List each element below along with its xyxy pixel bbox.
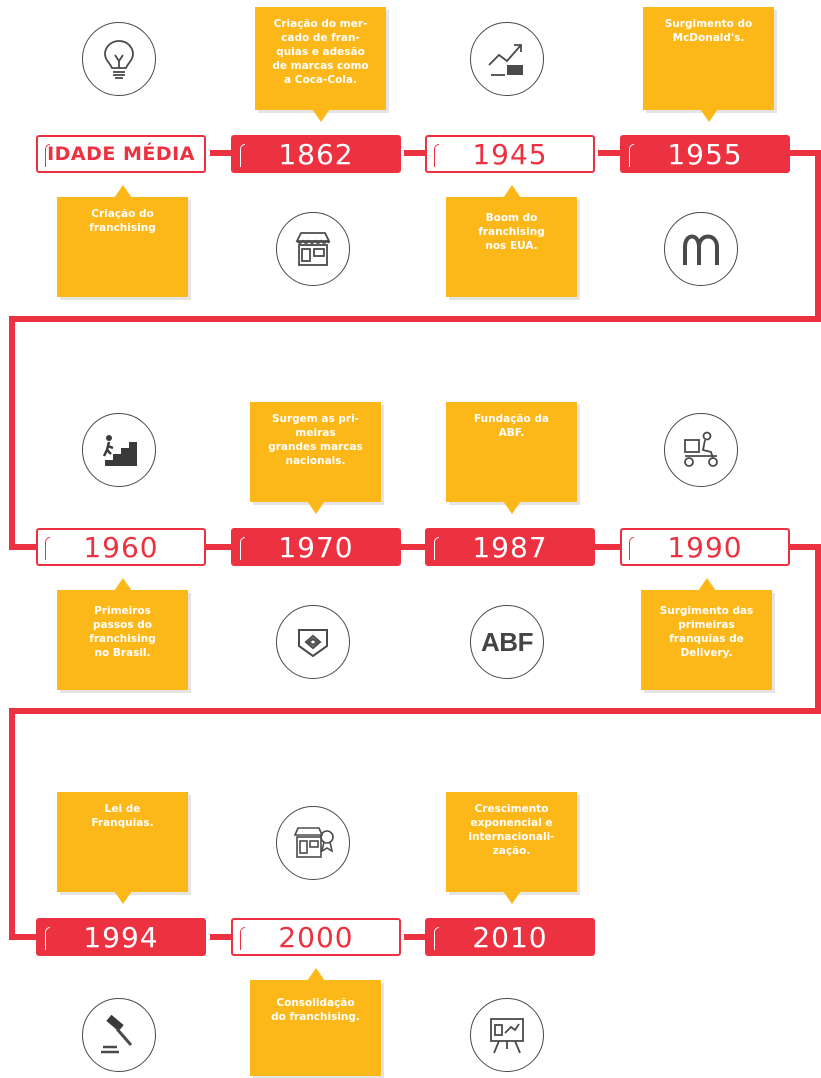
icon-circle xyxy=(276,806,350,880)
year-label: 1994 xyxy=(83,920,159,954)
milestone-callout: Surgimento do McDonald's. xyxy=(643,7,774,122)
store-award-icon xyxy=(293,827,334,858)
bracket-mark xyxy=(434,537,439,560)
badge-shield-icon xyxy=(298,629,328,658)
icon-circle xyxy=(470,998,544,1072)
year-label: 1960 xyxy=(83,530,159,564)
bracket-mark xyxy=(434,927,439,950)
year-label: 1862 xyxy=(278,137,354,171)
lightbulb-icon xyxy=(104,40,134,79)
year-box-2000: 2000 xyxy=(231,918,401,956)
icon-circle xyxy=(276,605,350,679)
bracket-mark xyxy=(629,144,634,167)
connector xyxy=(210,934,232,940)
bracket-mark xyxy=(434,144,439,167)
year-box-1862: 1862 xyxy=(231,135,401,173)
year-label: 2010 xyxy=(472,920,548,954)
bracket-mark xyxy=(240,927,245,950)
bracket-mark xyxy=(45,927,50,950)
year-label: IDADE MÉDIA xyxy=(47,143,195,165)
year-label: 1955 xyxy=(667,137,743,171)
icon-circle xyxy=(82,413,156,487)
connector xyxy=(404,544,426,550)
year-label: 1987 xyxy=(472,530,548,564)
connector xyxy=(598,544,620,550)
year-label: 1990 xyxy=(667,530,743,564)
connector xyxy=(404,150,426,156)
stairs-climb-icon xyxy=(102,435,137,466)
milestone-callout: Criação do franchising xyxy=(57,185,188,297)
icon-circle xyxy=(664,413,738,487)
milestone-callout: Fundação da ABF. xyxy=(446,402,577,514)
icon-circle xyxy=(470,22,544,96)
year-label: 2000 xyxy=(278,920,354,954)
year-box-idade-media: IDADE MÉDIA xyxy=(36,135,206,173)
year-box-1994: 1994 xyxy=(36,918,206,956)
gavel-icon xyxy=(101,1014,133,1054)
milestone-callout: Lei de Franquias. xyxy=(57,792,188,904)
milestone-callout: Primeiros passos do franchising no Brasi… xyxy=(57,578,188,690)
bracket-mark xyxy=(629,537,634,560)
milestone-callout: Consolidação do franchising. xyxy=(250,968,381,1076)
milestone-callout: Crescimento exponencial e internacionali… xyxy=(446,792,577,904)
connector xyxy=(210,150,232,156)
year-box-2010: 2010 xyxy=(425,918,595,956)
connector xyxy=(210,544,232,550)
storefront-icon xyxy=(295,232,331,266)
bracket-mark xyxy=(45,144,50,167)
connector xyxy=(404,934,426,940)
icon-circle xyxy=(276,212,350,286)
mcdonalds-logo-icon xyxy=(683,234,719,265)
year-label: 1945 xyxy=(472,137,548,171)
year-box-1955: 1955 xyxy=(620,135,790,173)
icon-circle xyxy=(82,998,156,1072)
presentation-board-icon xyxy=(490,1018,524,1054)
delivery-scooter-icon xyxy=(684,431,718,467)
milestone-callout: Criação do mer- cado de fran- quias e ad… xyxy=(255,7,386,122)
icon-circle xyxy=(664,212,738,286)
abf-logo-icon: ABF xyxy=(481,626,533,657)
bracket-mark xyxy=(240,537,245,560)
bracket-mark xyxy=(240,144,245,167)
growth-chart-icon xyxy=(488,44,523,76)
year-box-1945: 1945 xyxy=(425,135,595,173)
year-box-1970: 1970 xyxy=(231,528,401,566)
year-box-1990: 1990 xyxy=(620,528,790,566)
year-box-1987: 1987 xyxy=(425,528,595,566)
icon-circle xyxy=(82,22,156,96)
milestone-callout: Surgimento das primeiras franquias de De… xyxy=(641,578,772,690)
milestone-callout: Surgem as pri- meiras grandes marcas nac… xyxy=(250,402,381,514)
year-box-1960: 1960 xyxy=(36,528,206,566)
bracket-mark xyxy=(45,537,50,560)
icon-circle: ABF xyxy=(470,605,544,679)
milestone-callout: Boom do franchising nos EUA. xyxy=(446,185,577,297)
year-label: 1970 xyxy=(278,530,354,564)
connector xyxy=(598,150,620,156)
